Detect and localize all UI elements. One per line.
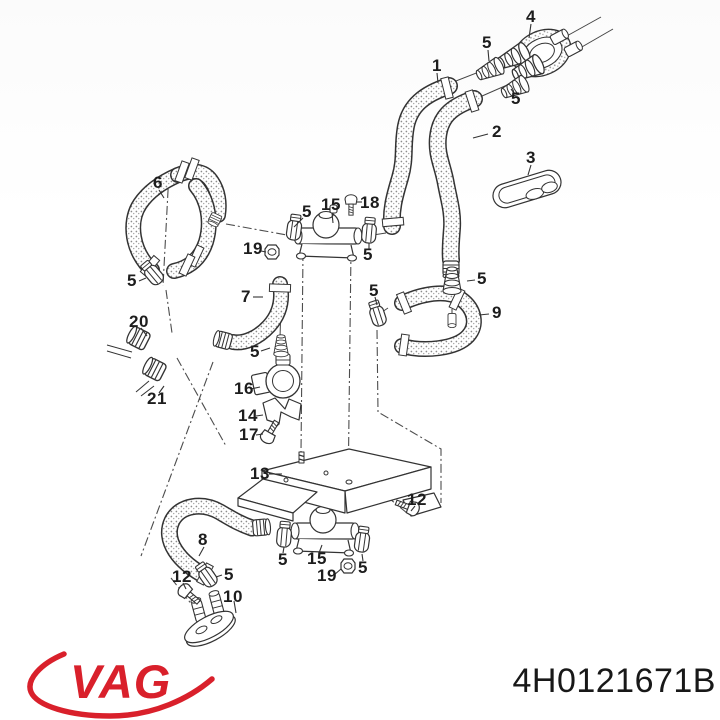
hose-8 [160, 497, 261, 586]
hose-2 [428, 90, 483, 269]
part-number-text: 4H0121671B [512, 662, 716, 700]
grommets [273, 55, 532, 358]
part-3-seal [492, 169, 562, 209]
part-14-bracket [262, 397, 302, 425]
hose-1 [382, 77, 458, 235]
vag-logo: VAG [27, 651, 215, 719]
part-16-aux-pump [250, 353, 301, 399]
part-20-adapter [106, 324, 152, 359]
part-19-nut-lower [340, 558, 356, 574]
hose-9 [394, 285, 482, 357]
hose-7 [225, 276, 290, 351]
part-4-bulkhead-grommet [494, 28, 572, 86]
hose-6 [125, 163, 227, 279]
part-21-adapter [135, 355, 168, 397]
logo-text: VAG [70, 655, 171, 708]
leader-lines [138, 23, 532, 614]
part-10-flange [184, 590, 236, 647]
part-19-nut-upper [264, 244, 280, 260]
part-18-bolt [344, 194, 358, 216]
logo-swoosh [27, 651, 215, 719]
